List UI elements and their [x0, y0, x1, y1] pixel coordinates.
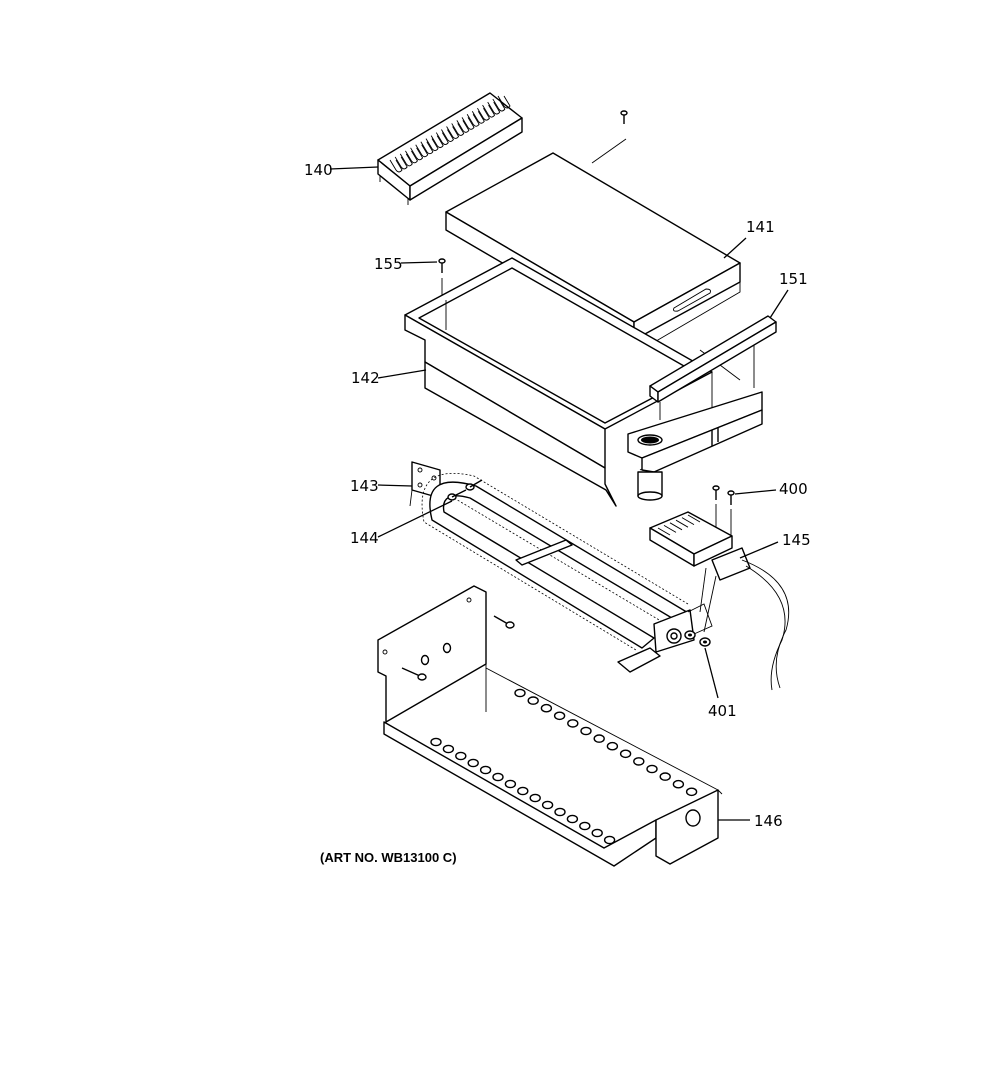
- vent-slot: [487, 101, 501, 115]
- vent-slot: [430, 135, 444, 149]
- floor-hole: [553, 711, 566, 721]
- part-144-burner-tube[interactable]: [421, 472, 695, 673]
- vent-slot: [441, 129, 454, 142]
- callout-400: 400: [779, 480, 808, 498]
- floor-hole: [685, 787, 698, 797]
- floor-hole: [492, 772, 504, 782]
- floor-hole: [619, 749, 632, 759]
- vent-slot: [435, 132, 449, 146]
- burner-screw-2[interactable]: [465, 479, 483, 491]
- vent-slot: [456, 120, 470, 133]
- part-145-igniter[interactable]: [649, 511, 790, 691]
- vent-slot: [497, 95, 511, 109]
- floor-hole: [514, 688, 526, 698]
- igniter-rib: [657, 527, 671, 536]
- part-401-washers[interactable]: [684, 630, 711, 647]
- igniter-rib: [687, 514, 701, 523]
- floor-hole: [554, 807, 566, 817]
- floor-hole: [517, 786, 529, 796]
- callout-142: 142: [351, 369, 380, 387]
- vent-slot: [394, 156, 408, 170]
- vent-slot: [415, 144, 429, 158]
- igniter-rib: [663, 525, 677, 533]
- vent-slot: [446, 126, 460, 139]
- floor-hole: [541, 800, 554, 810]
- vent-slot: [420, 141, 434, 155]
- callout-140: 140: [304, 161, 333, 179]
- floor-hole: [659, 772, 671, 781]
- part-146-burner-box[interactable]: [377, 585, 723, 867]
- floor-hole: [529, 793, 541, 803]
- vent-slot: [451, 123, 465, 136]
- igniter-rib: [675, 519, 689, 528]
- vent-slot: [466, 114, 480, 127]
- art-number: (ART NO. WB13100 C): [320, 850, 457, 865]
- floor-hole: [442, 744, 455, 754]
- floor-hole: [430, 737, 442, 747]
- callout-labels: 140 141 155 151 142 143 400 144 145 401 …: [304, 161, 811, 865]
- vent-slot: [477, 107, 490, 121]
- callout-143: 143: [350, 477, 379, 495]
- floor-hole: [606, 741, 619, 751]
- vent-slot: [492, 98, 506, 112]
- vent-slot: [399, 153, 413, 167]
- floor-hole: [579, 821, 591, 831]
- leader-lines: [329, 166, 789, 821]
- floor-hole: [603, 835, 616, 845]
- vent-slot: [425, 138, 439, 152]
- callout-155: 155: [374, 255, 403, 273]
- part-142-griddle-pan[interactable]: [404, 257, 763, 507]
- floor-hole: [633, 757, 645, 766]
- box-screw-left[interactable]: [401, 667, 427, 681]
- floor-hole: [504, 779, 517, 789]
- vent-slot: [461, 117, 475, 130]
- callout-401: 401: [708, 702, 737, 720]
- floor-hole: [646, 764, 658, 774]
- floor-hole: [467, 758, 479, 768]
- floor-hole: [455, 751, 467, 761]
- igniter-rib: [681, 517, 695, 525]
- floor-hole: [479, 765, 492, 775]
- part-151-handle-bar[interactable]: [649, 315, 777, 420]
- floor-hole: [527, 696, 539, 705]
- vent-slot: [482, 104, 496, 118]
- callout-141: 141: [746, 218, 775, 236]
- floor-hole: [672, 779, 685, 789]
- top-screw[interactable]: [591, 110, 628, 164]
- burner-screw-1[interactable]: [447, 489, 467, 501]
- igniter-rib: [669, 522, 683, 531]
- floor-hole: [593, 734, 605, 743]
- floor-hole: [566, 814, 579, 824]
- part-140-vent-cover[interactable]: [377, 92, 523, 205]
- callout-146: 146: [754, 812, 783, 830]
- vent-slot: [405, 150, 418, 164]
- callout-145: 145: [782, 531, 811, 549]
- callout-144: 144: [350, 529, 379, 547]
- callout-151: 151: [779, 270, 808, 288]
- vent-slot: [471, 111, 485, 124]
- floor-hole: [567, 719, 579, 728]
- floor-hole: [540, 703, 553, 713]
- vent-slot: [389, 159, 403, 173]
- box-screw-right[interactable]: [493, 615, 515, 629]
- floor-hole: [580, 726, 592, 736]
- vent-slot: [410, 147, 424, 161]
- floor-hole: [591, 828, 603, 838]
